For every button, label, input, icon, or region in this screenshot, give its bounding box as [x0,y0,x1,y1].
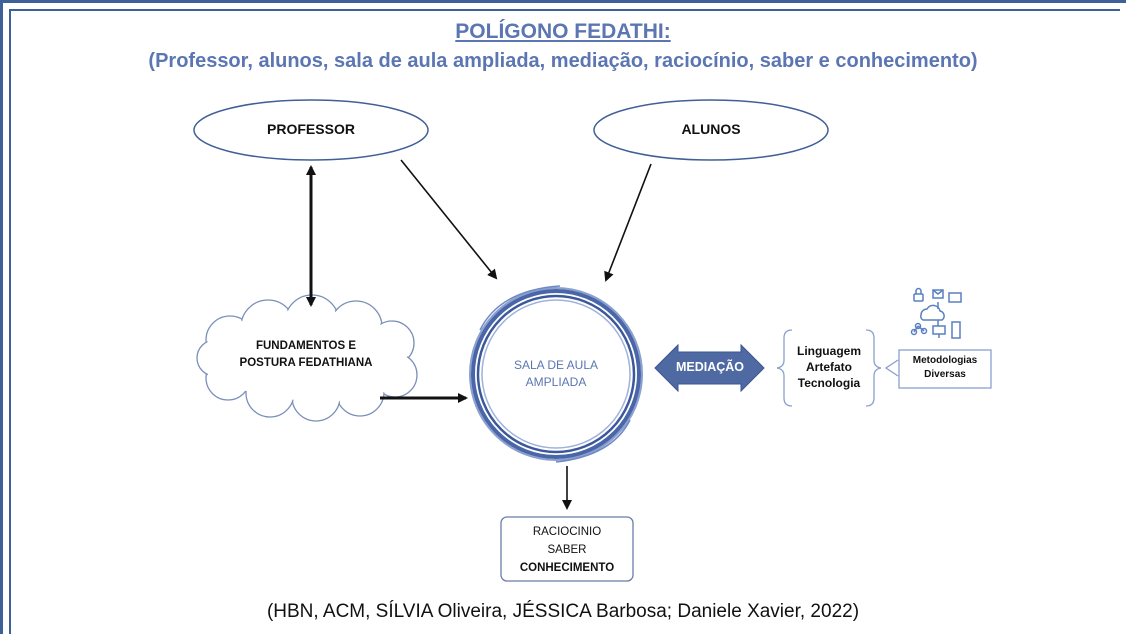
metodologias-box [898,349,992,389]
fundamentos-line-1: FUNDAMENTOS E [255,340,357,352]
raciocinio-line: RACIOCINIO [532,526,602,538]
fundamentos-label: FUNDAMENTOS E POSTURA FEDATHIANA [216,338,396,372]
mediacao-label: MEDIAÇÃO [675,360,745,374]
bracket-item-tecnologia: Tecnologia [797,376,861,390]
alunos-node [593,99,829,161]
alunos-sala-arrow [604,163,652,282]
conhecimento-line: CONHECIMENTO [519,562,615,574]
sala-line-2: AMPLIADA [525,375,587,389]
metodologias-line-2: Diversas [924,369,966,380]
professor-label: PROFESSOR [267,121,355,137]
metodologias-label: Metodologias Diversas [899,354,991,382]
sala-line-1: SALA DE AULA [513,358,599,372]
diagram-title: POLÍGONO FEDATHI: [455,20,671,43]
bracket-item-artefato: Artefato [805,360,852,374]
raciocinio-box [500,516,634,582]
professor-sala-arrow [400,159,498,280]
right-brace [865,329,882,407]
metodologias-pointer [884,359,899,377]
diagram-subtitle: (Professor, alunos, sala de aula ampliad… [148,50,978,72]
left-brace [776,329,793,407]
alunos-label: ALUNOS [681,121,741,137]
metodologias-line-1: Metodologias [912,355,978,366]
citation: (HBN, ACM, SÍLVIA Oliveira, JÉSSICA Barb… [266,601,860,622]
sala-label: SALA DE AULA AMPLIADA [486,357,626,391]
network-devices-icon [910,287,962,339]
fundamentos-line-2: POSTURA FEDATHIANA [239,357,373,369]
raciocinio-label: RACIOCINIO SABER CONHECIMENTO [501,523,633,577]
bracket-item-linguagem: Linguagem [796,344,861,358]
mediacao-double-arrow [654,343,765,393]
sala-de-aula-ring [469,285,643,463]
professor-node [193,99,429,161]
bracket-label: Linguagem Artefato Tecnologia [788,343,870,391]
saber-line: SABER [547,544,587,556]
